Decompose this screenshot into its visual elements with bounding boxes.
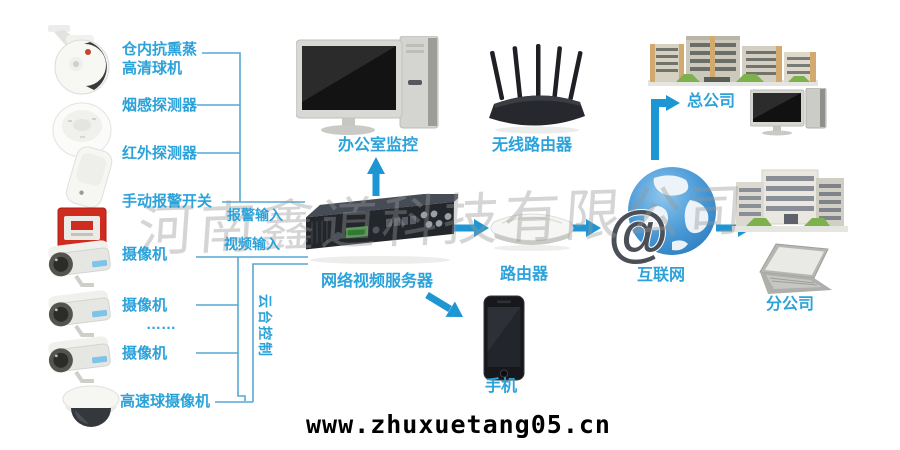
nvr-server-image <box>300 189 468 273</box>
smartphone-image <box>482 294 526 387</box>
label-internet: 互联网 <box>637 267 686 284</box>
infrared-detector-image <box>58 146 120 221</box>
bullet-camera-image <box>42 238 118 297</box>
label-alarm-input: 报警输入 <box>227 207 283 223</box>
label-head-office: 总公司 <box>687 93 736 110</box>
alarm-trunk-line <box>202 52 241 202</box>
branch-building-image <box>732 164 848 249</box>
router-image <box>482 202 582 257</box>
bullet-camera-image <box>42 334 118 393</box>
video-trunk-line <box>237 257 246 401</box>
label-nvr: 网络视频服务器 <box>321 273 434 290</box>
internet-globe-image: @ <box>606 166 724 269</box>
label-camera-3: 摄像机 <box>122 345 168 362</box>
label-infrared-detector: 红外探测器 <box>122 145 198 162</box>
label-wireless-router: 无线路由器 <box>492 137 573 154</box>
website-url: www.zhuxuetang05.cn <box>306 410 611 439</box>
label-router: 路由器 <box>500 266 549 283</box>
bullet-camera-image <box>42 288 118 347</box>
arrow-internet-to-hq <box>651 99 666 160</box>
hq-computer-image <box>749 87 830 141</box>
label-camera-1: 摄像机 <box>122 246 168 263</box>
label-ellipsis: …… <box>146 316 176 333</box>
label-mobile-phone: 手机 <box>485 378 518 395</box>
ptz-control-line <box>252 263 308 402</box>
label-smoke-detector: 烟感探测器 <box>122 97 198 114</box>
head-office-buildings-image <box>648 30 818 97</box>
office-computer-image <box>295 35 456 143</box>
laptop-image <box>748 242 834 303</box>
label-branch-office: 分公司 <box>766 296 815 313</box>
wireless-router-image <box>486 42 588 139</box>
indoor-dome-camera-image <box>60 384 122 439</box>
smoke-detector-image <box>52 100 112 163</box>
arrow-router-to-phone <box>425 292 452 312</box>
svg-text:@: @ <box>608 199 668 264</box>
label-video-input: 视频输入 <box>224 236 280 252</box>
label-office-monitor: 办公室监控 <box>338 137 419 154</box>
label-camera-2: 摄像机 <box>122 297 168 314</box>
label-speed-dome-camera: 高速球摄像机 <box>120 393 211 410</box>
ptz-dome-camera-image <box>46 22 112 101</box>
label-manual-alarm: 手动报警开关 <box>122 193 213 210</box>
label-ptz-dome-camera: 仓内抗熏蒸 高清球机 <box>122 41 198 77</box>
label-ptz-control: 云台控制 <box>257 294 273 358</box>
